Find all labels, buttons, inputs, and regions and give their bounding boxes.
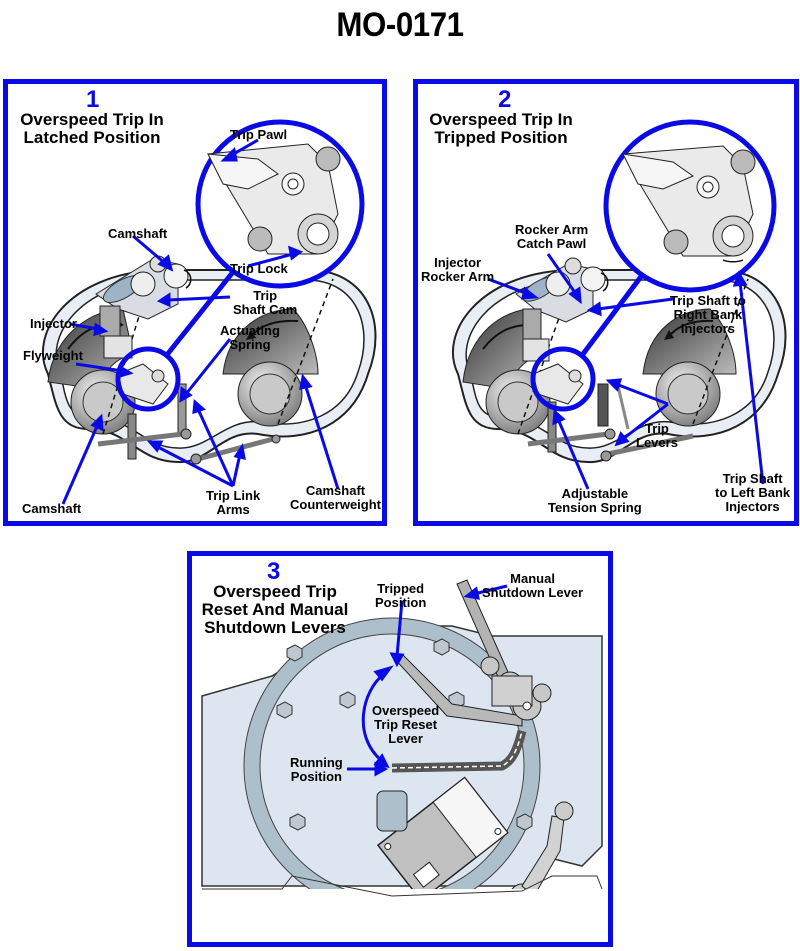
label-line: Tripped xyxy=(377,581,425,596)
label-injector: Injector xyxy=(30,316,77,331)
label-line: Tension Spring xyxy=(548,500,642,515)
panel-latched-position: 1 Overspeed Trip In Latched Position Tri… xyxy=(3,79,387,526)
label-line: Trip Shaft xyxy=(722,471,783,486)
label-line: Spring xyxy=(229,337,271,352)
label-trip-link-arms: Trip Link Arms xyxy=(206,489,260,517)
label-line: Injectors xyxy=(680,321,736,336)
label-line: Position xyxy=(290,769,342,784)
label-line: Right Bank xyxy=(673,307,743,322)
latched-mechanism-illustration xyxy=(42,119,377,505)
right-counterweight xyxy=(642,308,737,375)
panel-title-line: Overspeed Trip xyxy=(213,582,337,601)
label-line: Adjustable xyxy=(561,486,629,501)
panel-title-line: Tripped Position xyxy=(434,128,568,147)
label-line: Trip Reset xyxy=(374,717,438,732)
panel-reset-and-shutdown-levers: 3 Overspeed Trip Reset And Manual Shutdo… xyxy=(187,551,613,947)
document-title: MO-0171 xyxy=(336,6,464,44)
label-line: Rocker Arm xyxy=(421,269,495,284)
governor-box xyxy=(376,776,509,902)
label-line: Injectors xyxy=(725,499,780,514)
label-trip-shaft-left-bank: Trip Shaft to Left Bank Injectors xyxy=(715,472,790,514)
panel-title-line: Latched Position xyxy=(23,128,161,147)
focus-circle xyxy=(530,346,596,412)
label-line: Trip Link xyxy=(206,488,261,503)
label-rocker-arm-catch-pawl: Rocker Arm Catch Pawl xyxy=(515,223,588,251)
label-line: Lever xyxy=(388,731,423,746)
label-line: Levers xyxy=(636,435,678,450)
label-adjustable-tension-spring: Adjustable Tension Spring xyxy=(548,487,642,515)
panel-tripped-position: 2 Overspeed Trip In Tripped Position Roc… xyxy=(413,79,799,526)
panel-title-line: Shutdown Levers xyxy=(204,618,346,637)
right-counterweight xyxy=(222,308,319,375)
trip-pawl-detail xyxy=(207,143,341,255)
label-injector-rocker-arm: Injector Rocker Arm xyxy=(421,256,494,284)
label-line: Position xyxy=(375,595,427,610)
tripped-mechanism-illustration xyxy=(452,119,787,490)
panel-title: Overspeed Trip In Latched Position xyxy=(12,111,172,147)
label-line: Manual xyxy=(510,571,555,586)
panel-title-line: Overspeed Trip In xyxy=(429,110,573,129)
label-line: Camshaft xyxy=(305,483,366,498)
trip-pawl-detail-tripped xyxy=(622,145,756,263)
label-trip-lock: Trip Lock xyxy=(230,261,288,276)
label-line: Trip xyxy=(253,288,278,303)
panel-number: 3 xyxy=(267,558,281,585)
label-trip-shaft-right-bank: Trip Shaft to Right Bank Injectors xyxy=(670,294,746,336)
adjustable-tension-spring xyxy=(547,401,557,453)
label-camshaft-counterweight: Camshaft Counterweight xyxy=(290,484,381,512)
rocker-arm-assembly xyxy=(95,255,192,359)
label-line: Catch Pawl xyxy=(516,236,587,251)
focus-circle xyxy=(115,346,181,412)
panel-title-line: Reset And Manual xyxy=(201,600,349,619)
label-running-position: Running Position xyxy=(290,756,343,784)
label-camshaft-top: Camshaft xyxy=(108,226,168,241)
label-trip-pawl: Trip Pawl xyxy=(230,127,288,142)
label-trip-shaft-cam: Trip Shaft Cam xyxy=(233,289,297,317)
panel-title: Overspeed Trip In Tripped Position xyxy=(421,111,581,147)
label-line: Injector xyxy=(434,255,482,270)
label-actuating-spring: Actuating Spring xyxy=(220,324,280,352)
label-line: Shaft Cam xyxy=(233,302,298,317)
label-line: Rocker Arm xyxy=(515,222,589,237)
label-line: Shutdown Lever xyxy=(482,585,584,600)
panel-number: 1 xyxy=(86,86,100,113)
panel-title-line: Overspeed Trip In xyxy=(20,110,164,129)
label-trip-levers: Trip Levers xyxy=(636,422,678,450)
label-tripped-position: Tripped Position xyxy=(375,582,426,610)
label-manual-shutdown-lever: Manual Shutdown Lever xyxy=(482,572,583,600)
label-overspeed-trip-reset-lever: Overspeed Trip Reset Lever xyxy=(372,704,439,746)
label-line: to Left Bank xyxy=(715,485,791,500)
injector-body xyxy=(522,308,542,340)
label-camshaft-bottom: Camshaft xyxy=(22,501,82,516)
label-line: Running xyxy=(290,755,343,770)
label-flyweight: Flyweight xyxy=(23,348,83,363)
reset-shutdown-illustration xyxy=(201,579,608,942)
label-line: Counterweight xyxy=(290,497,381,512)
label-line: Arms xyxy=(216,502,250,517)
panel-number: 2 xyxy=(498,86,512,113)
label-line: Overspeed xyxy=(372,703,440,718)
panel-title: Overspeed Trip Reset And Manual Shutdown… xyxy=(195,583,355,637)
label-line: Actuating xyxy=(220,323,280,338)
label-line: Trip Shaft to xyxy=(670,293,746,308)
label-line: Trip xyxy=(645,421,669,436)
